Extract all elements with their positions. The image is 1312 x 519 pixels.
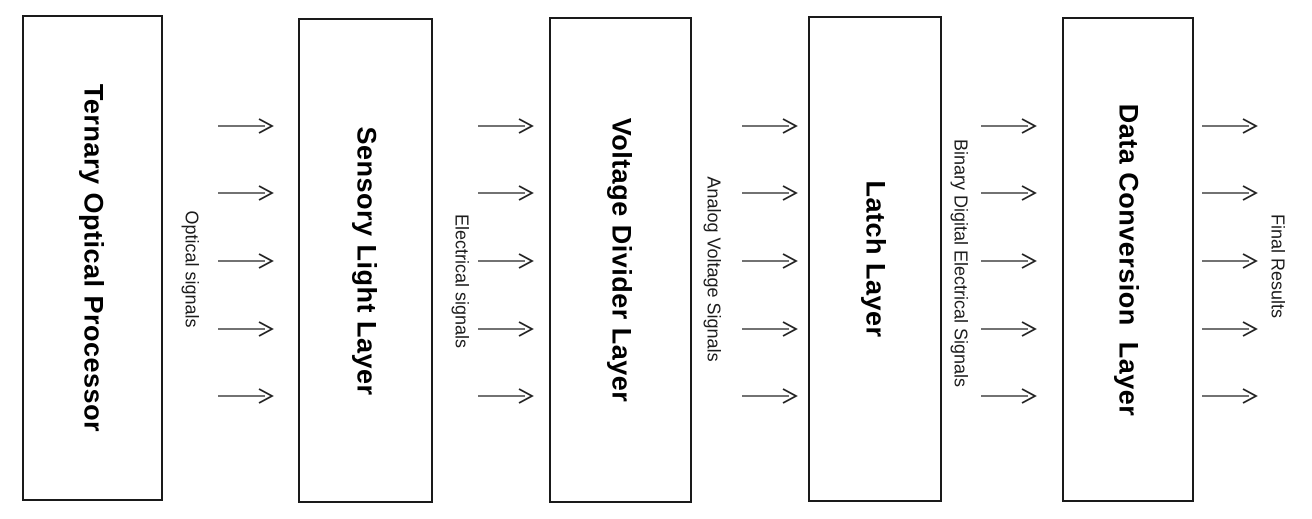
box-voltage-divider-layer: Voltage Divider Layer: [549, 17, 692, 503]
flow-label-final-results: Final Results: [1267, 213, 1288, 319]
arrow-group-binary-digital-electrical-signals: [981, 0, 1037, 519]
arrow-right-icon: [1202, 253, 1258, 269]
arrow-right-icon: [478, 185, 534, 201]
arrow-right-icon: [478, 253, 534, 269]
box-data-conversion-layer: Data Conversion Layer: [1062, 17, 1194, 502]
box-latch-layer: Latch Layer: [808, 16, 942, 502]
arrow-right-icon: [218, 185, 274, 201]
arrow-right-icon: [742, 118, 798, 134]
arrow-right-icon: [1202, 185, 1258, 201]
arrow-group-optical-signals: [218, 0, 274, 519]
box-sensory-light-layer: Sensory Light Layer: [298, 18, 433, 503]
flow-label-electrical-signals: Electrical signals: [451, 213, 472, 349]
arrow-right-icon: [742, 321, 798, 337]
arrow-right-icon: [1202, 321, 1258, 337]
arrow-right-icon: [742, 388, 798, 404]
arrow-right-icon: [981, 253, 1037, 269]
box-label-data-conversion-layer: Data Conversion Layer: [1113, 103, 1144, 416]
arrow-right-icon: [1202, 118, 1258, 134]
arrow-group-final-results: [1202, 0, 1258, 519]
arrow-right-icon: [478, 118, 534, 134]
arrow-right-icon: [981, 388, 1037, 404]
arrow-right-icon: [218, 321, 274, 337]
arrow-right-icon: [981, 321, 1037, 337]
flow-label-analog-voltage-signals: Analog Voltage Signals: [703, 176, 724, 362]
arrow-right-icon: [218, 253, 274, 269]
arrow-right-icon: [478, 321, 534, 337]
box-label-latch-layer: Latch Layer: [860, 180, 891, 338]
box-ternary-optical-processor: Ternary Optical Processor: [22, 15, 163, 501]
box-label-voltage-divider-layer: Voltage Divider Layer: [606, 117, 636, 403]
arrow-right-icon: [218, 388, 274, 404]
arrow-right-icon: [981, 118, 1037, 134]
box-label-ternary-optical-processor: Ternary Optical Processor: [78, 83, 108, 433]
flow-label-binary-digital-electrical-signals: Binary Digital Electrical Signals: [950, 138, 971, 388]
arrow-group-analog-voltage-signals: [742, 0, 798, 519]
arrow-right-icon: [742, 185, 798, 201]
arrow-right-icon: [981, 185, 1037, 201]
arrow-group-electrical-signals: [478, 0, 534, 519]
arrow-right-icon: [218, 118, 274, 134]
arrow-right-icon: [742, 253, 798, 269]
box-label-sensory-light-layer: Sensory Light Layer: [351, 125, 381, 396]
flow-label-optical-signals: Optical signals: [181, 210, 202, 328]
arrow-right-icon: [1202, 388, 1258, 404]
arrow-right-icon: [478, 388, 534, 404]
